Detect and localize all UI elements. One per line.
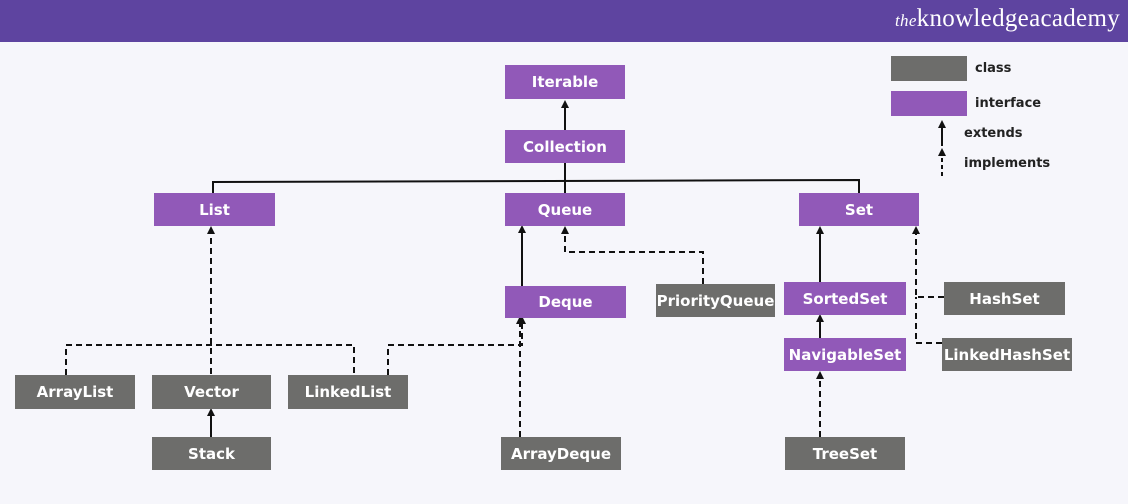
node-vector: Vector [152, 375, 271, 409]
header-bar: theknowledgeacademy [0, 0, 1128, 42]
node-navigableset: NavigableSet [784, 338, 906, 371]
node-list: List [154, 193, 275, 226]
node-linkedlist: LinkedList [288, 375, 408, 409]
node-stack: Stack [152, 437, 271, 470]
edge-linkedlist-deque [387, 316, 526, 375]
node-iterable: Iterable [505, 65, 625, 99]
edge-hashset-set [912, 226, 944, 298]
node-treeset: TreeSet [785, 437, 905, 470]
node-set: Set [799, 193, 919, 226]
node-arraydeque: ArrayDeque [501, 437, 621, 470]
node-collection: Collection [505, 130, 625, 163]
edge-arraylist-list [65, 344, 355, 375]
node-linkedhashset: LinkedHashSet [942, 338, 1072, 371]
legend-extends-label: extends [964, 126, 1023, 141]
legend-interface-swatch [891, 91, 967, 116]
brand-prefix: the [895, 11, 917, 30]
legend-interface-label: interface [975, 96, 1042, 111]
legend-implements-label: implements [964, 156, 1051, 171]
node-sortedset: SortedSet [784, 282, 906, 315]
brand-logo: theknowledgeacademy [895, 5, 1120, 33]
node-priorityqueue: PriorityQueue [656, 284, 775, 317]
legend-class-label: class [975, 61, 1012, 76]
edge-linkedhashset-set [915, 297, 942, 344]
legend-class-swatch [891, 56, 967, 81]
node-arraylist: ArrayList [15, 375, 135, 409]
edge-list-collection [212, 178, 860, 193]
node-queue: Queue [505, 193, 625, 226]
node-hashset: HashSet [944, 282, 1065, 315]
brand-name: knowledgeacademy [916, 5, 1120, 32]
edge-priorityqueue-queue [561, 226, 704, 284]
node-deque: Deque [505, 286, 626, 318]
